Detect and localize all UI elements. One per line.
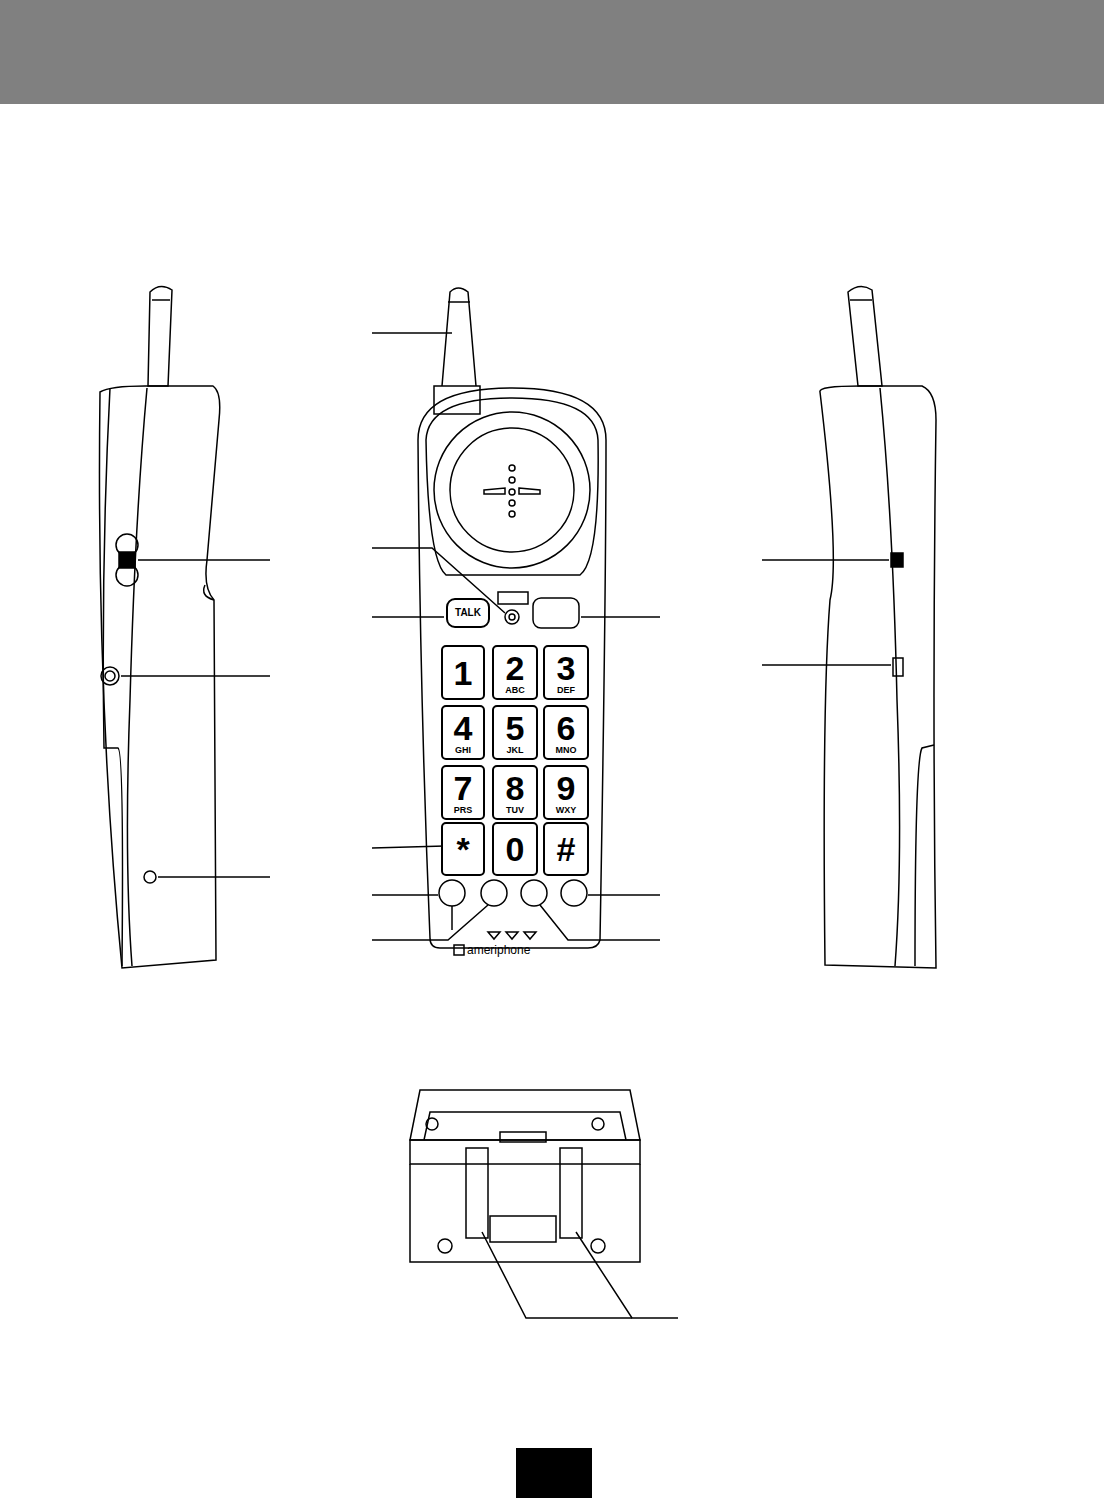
- key-label: TALK: [455, 607, 481, 619]
- keypad-key: 4GHI: [441, 705, 485, 760]
- key-letters: MNO: [556, 745, 577, 755]
- key-label: 8: [506, 771, 525, 805]
- key-letters: DEF: [557, 685, 575, 695]
- key-label: 5: [506, 711, 525, 745]
- key-letters: JKL: [506, 745, 523, 755]
- key-letters: ABC: [505, 685, 525, 695]
- key-label: 1: [454, 656, 473, 690]
- key-label: 9: [557, 771, 576, 805]
- phone-button: TALK: [446, 598, 490, 628]
- key-label: 2: [506, 651, 525, 685]
- keypad-key: #: [543, 822, 589, 876]
- header-bar: [0, 0, 1104, 104]
- key-letters: WXY: [556, 805, 577, 815]
- keypad-key: 8TUV: [492, 765, 538, 820]
- key-label: 6: [557, 711, 576, 745]
- keypad-key: 6MNO: [543, 705, 589, 760]
- keypad-key: 2ABC: [492, 645, 538, 700]
- key-label: 0: [506, 832, 525, 866]
- key-label: 3: [557, 651, 576, 685]
- key-letters: GHI: [455, 745, 471, 755]
- key-letters: TUV: [506, 805, 524, 815]
- keypad-key: *: [441, 822, 485, 876]
- keypad-key: 3DEF: [543, 645, 589, 700]
- keypad-key: 5JKL: [492, 705, 538, 760]
- keypad-key: 0: [492, 822, 538, 876]
- brand-name: ameriphone: [467, 944, 530, 957]
- keypad-key: 7PRS: [441, 765, 485, 820]
- key-label: #: [557, 832, 576, 866]
- keypad-key: 9WXY: [543, 765, 589, 820]
- key-label: *: [456, 832, 469, 866]
- key-label: 7: [454, 771, 473, 805]
- keypad-key: 1: [441, 645, 485, 700]
- key-label: 4: [454, 711, 473, 745]
- key-letters: PRS: [454, 805, 473, 815]
- page-number-box: [516, 1448, 592, 1498]
